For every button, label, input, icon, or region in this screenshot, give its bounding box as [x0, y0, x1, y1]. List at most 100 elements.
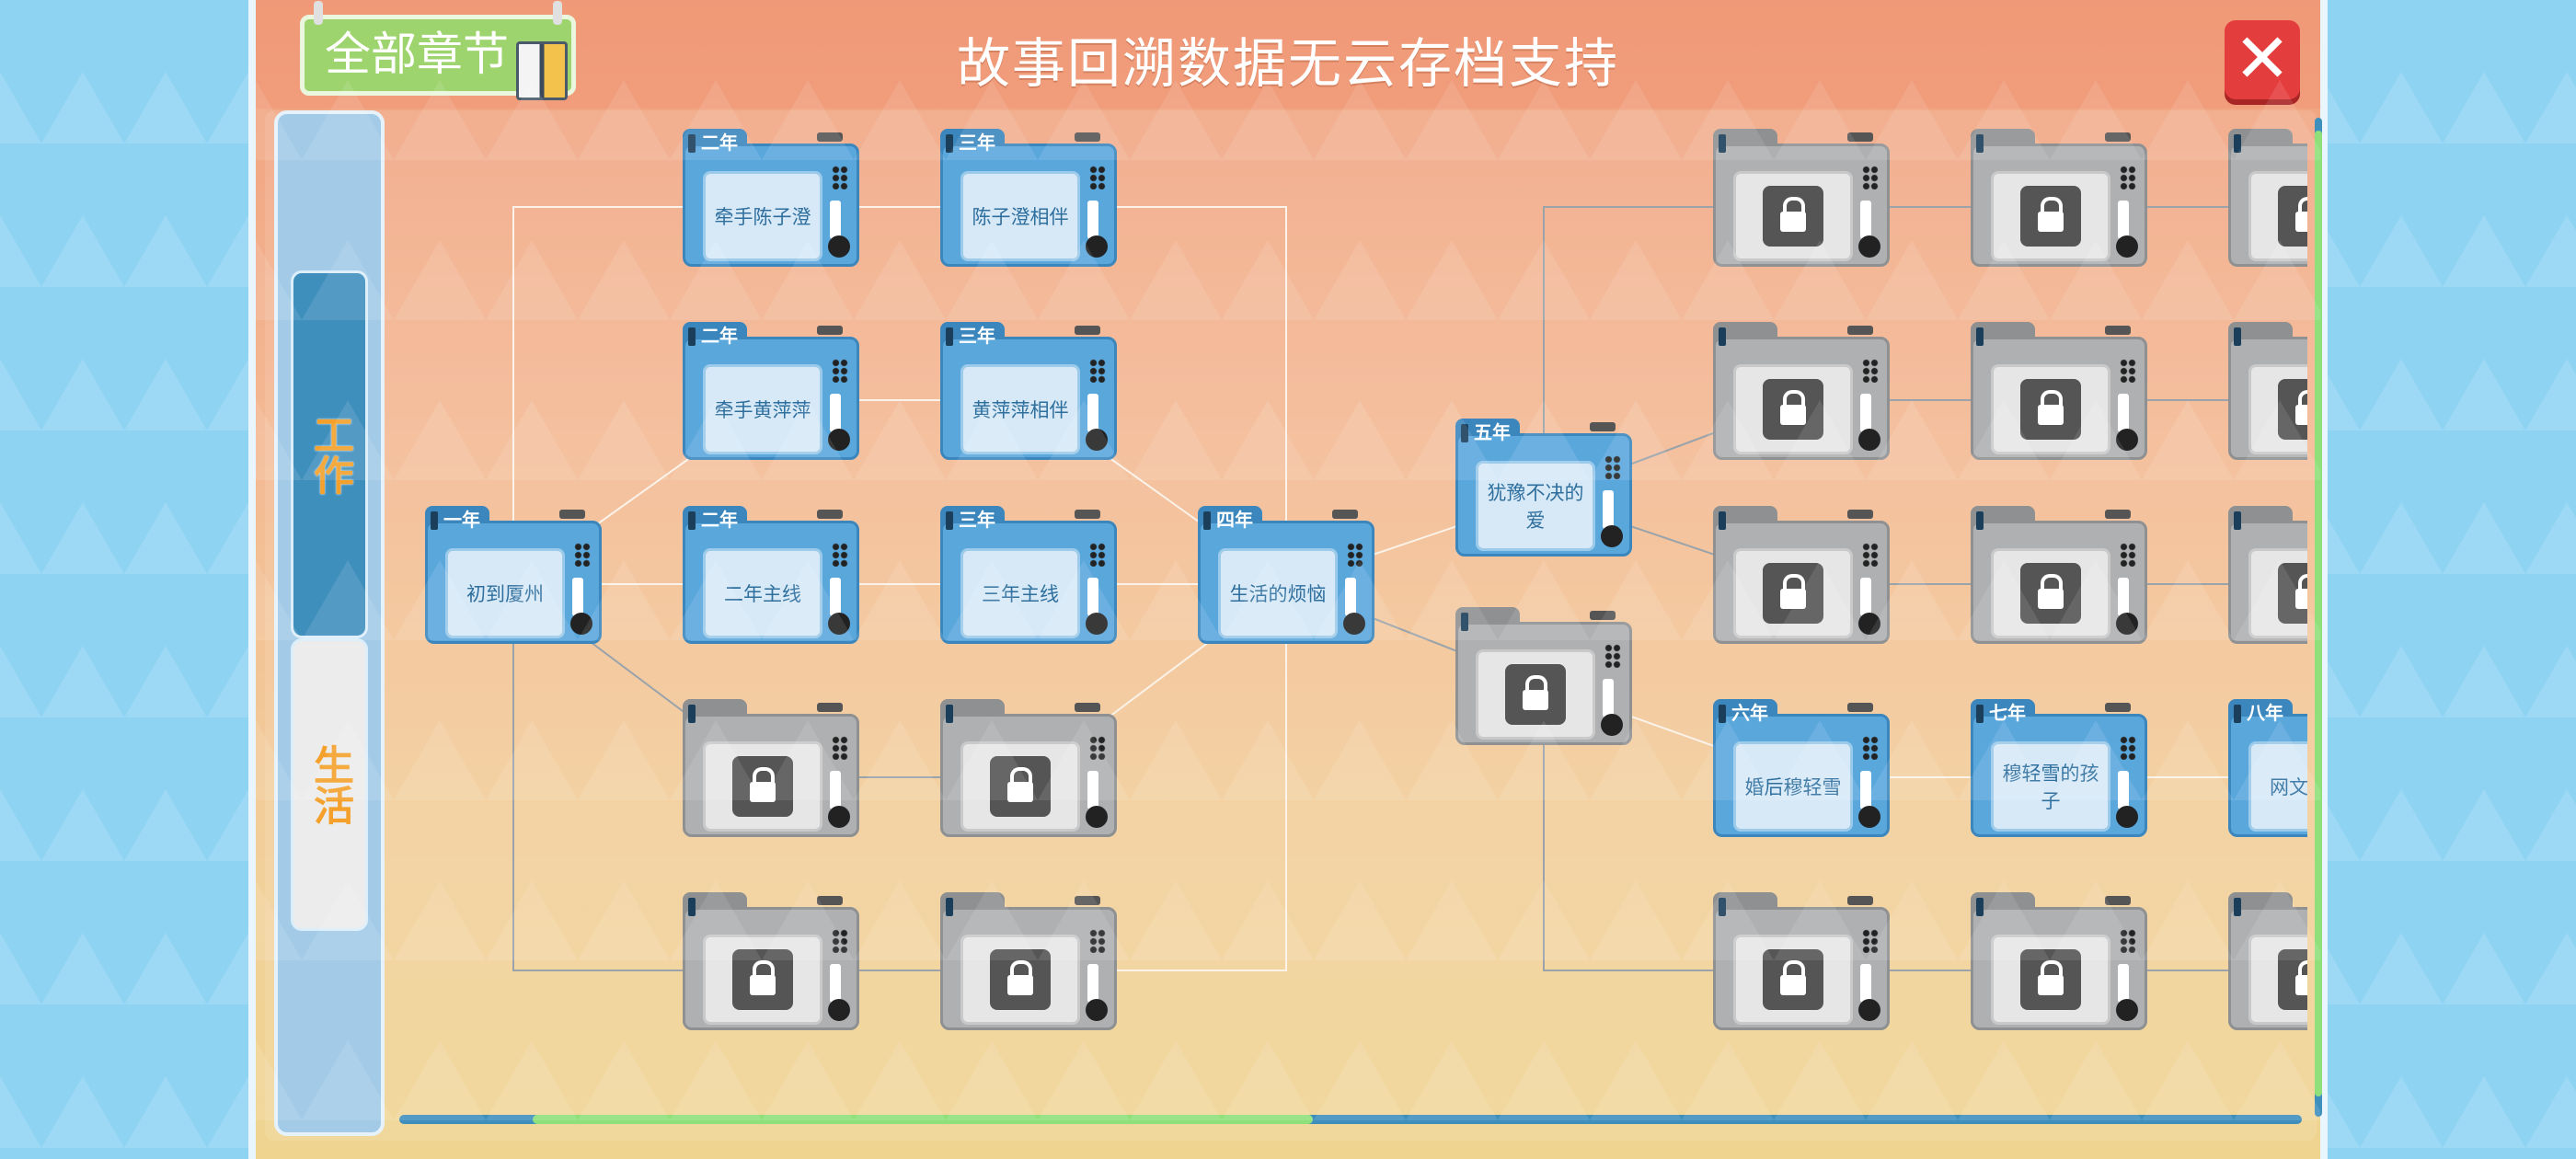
card-slot — [1087, 964, 1098, 1003]
chapter-card[interactable]: 二年二年主线 — [683, 506, 859, 644]
card-dial — [1858, 235, 1880, 258]
chapter-title: 牵手陈子澄 — [714, 206, 811, 228]
card-slot — [1345, 578, 1356, 616]
card-screen: 二年主线 — [703, 548, 822, 638]
story-window: 故事回溯数据无云存档支持 全部章节 ✕ 工作 生活 一年初到厦州二年牵手陈子澄二… — [248, 0, 2328, 1159]
year-marker — [1719, 511, 1726, 530]
chapter-card[interactable]: 二年牵手黄萍萍 — [683, 322, 859, 460]
card-dial — [828, 235, 850, 258]
card-dial — [828, 429, 850, 451]
card-dial — [1343, 613, 1365, 635]
card-knob — [1847, 326, 1873, 335]
year-marker — [946, 898, 953, 916]
speaker-dots — [1089, 543, 1106, 567]
locked-chapter-card[interactable] — [1713, 129, 1890, 267]
horizontal-scroll-thumb[interactable] — [532, 1115, 1313, 1124]
year-marker — [688, 134, 696, 153]
horizontal-scrollbar[interactable] — [399, 1115, 2302, 1124]
card-dial — [2116, 235, 2138, 258]
page-title: 故事回溯数据无云存档支持 — [956, 32, 1619, 95]
locked-chapter-card[interactable] — [2228, 322, 2307, 460]
card-knob — [817, 896, 843, 905]
tab-work[interactable]: 工作 — [291, 270, 368, 638]
locked-chapter-card[interactable] — [1971, 892, 2147, 1030]
lock-icon — [2020, 563, 2081, 624]
card-knob — [817, 703, 843, 712]
chapter-card[interactable]: 二年牵手陈子澄 — [683, 129, 859, 267]
chapter-card[interactable]: 五年犹豫不决的爱 — [1455, 419, 1632, 557]
chapter-title: 黄萍萍相伴 — [972, 399, 1069, 421]
card-screen — [2248, 364, 2307, 454]
card-dial — [1601, 525, 1623, 547]
card-screen — [960, 935, 1080, 1025]
locked-chapter-card[interactable] — [1971, 129, 2147, 267]
year-marker — [1976, 705, 1984, 723]
card-screen — [1991, 364, 2110, 454]
card-slot — [1603, 679, 1614, 717]
card-slot — [1860, 771, 1871, 809]
year-marker — [1976, 511, 1984, 530]
card-screen — [703, 935, 822, 1025]
speaker-dots — [1604, 455, 1621, 479]
lock-icon — [2020, 379, 2081, 440]
chapter-title: 初到厦州 — [466, 583, 544, 605]
card-slot — [830, 964, 841, 1003]
card-screen: 婚后穆轻雪 — [1733, 741, 1853, 832]
chapter-card[interactable]: 七年穆轻雪的孩子 — [1971, 699, 2147, 837]
card-screen: 生活的烦恼 — [1218, 548, 1338, 638]
card-dial — [828, 613, 850, 635]
year-marker — [431, 511, 438, 530]
locked-chapter-card[interactable] — [2228, 129, 2307, 267]
chapter-title: 网文大神 — [2270, 776, 2307, 798]
locked-chapter-card[interactable] — [940, 892, 1117, 1030]
card-dial — [1086, 235, 1108, 258]
chapter-card[interactable]: 八年网文大神 — [2228, 699, 2307, 837]
locked-chapter-card[interactable] — [1971, 322, 2147, 460]
vertical-scrollbar[interactable] — [2315, 118, 2322, 1117]
speaker-dots — [1089, 736, 1106, 760]
vertical-scroll-thumb[interactable] — [2315, 131, 2322, 1096]
year-marker — [1461, 613, 1468, 631]
strap-left — [314, 1, 323, 25]
chapter-card[interactable]: 三年三年主线 — [940, 506, 1117, 644]
year-marker — [2234, 511, 2241, 530]
card-dial — [2116, 999, 2138, 1021]
locked-chapter-card[interactable] — [2228, 892, 2307, 1030]
year-marker — [1976, 327, 1984, 346]
locked-chapter-card[interactable] — [1455, 607, 1632, 745]
locked-chapter-card[interactable] — [683, 699, 859, 837]
chapter-year: 六年 — [1731, 702, 1768, 724]
locked-chapter-card[interactable] — [940, 699, 1117, 837]
locked-chapter-card[interactable] — [1713, 892, 1890, 1030]
chapter-card[interactable]: 三年陈子澄相伴 — [940, 129, 1117, 267]
chapter-card[interactable]: 四年生活的烦恼 — [1198, 506, 1374, 644]
card-screen — [1991, 171, 2110, 261]
card-slot — [830, 578, 841, 616]
card-screen: 初到厦州 — [445, 548, 565, 638]
card-screen: 穆轻雪的孩子 — [1991, 741, 2110, 832]
speaker-dots — [2120, 929, 2136, 953]
chapter-card[interactable]: 三年黄萍萍相伴 — [940, 322, 1117, 460]
card-slot — [1087, 394, 1098, 432]
card-dial — [570, 613, 592, 635]
year-marker — [1461, 424, 1468, 442]
speaker-dots — [2120, 736, 2136, 760]
story-tree[interactable]: 一年初到厦州二年牵手陈子澄二年牵手黄萍萍二年二年主线三年陈子澄相伴三年黄萍萍相伴… — [399, 110, 2307, 1122]
year-marker — [946, 134, 953, 153]
card-screen — [703, 741, 822, 832]
chapter-card[interactable]: 六年婚后穆轻雪 — [1713, 699, 1890, 837]
locked-chapter-card[interactable] — [1713, 322, 1890, 460]
all-chapters-tab[interactable]: 全部章节 — [300, 1, 576, 100]
locked-chapter-card[interactable] — [1971, 506, 2147, 644]
chapter-card[interactable]: 一年初到厦州 — [425, 506, 602, 644]
chapter-year: 三年 — [959, 509, 995, 531]
locked-chapter-card[interactable] — [2228, 506, 2307, 644]
card-slot — [1860, 578, 1871, 616]
card-dial — [1601, 714, 1623, 736]
close-button[interactable]: ✕ — [2225, 20, 2300, 99]
tab-life[interactable]: 生活 — [291, 638, 368, 931]
speaker-dots — [832, 359, 848, 383]
year-marker — [946, 511, 953, 530]
locked-chapter-card[interactable] — [1713, 506, 1890, 644]
locked-chapter-card[interactable] — [683, 892, 859, 1030]
